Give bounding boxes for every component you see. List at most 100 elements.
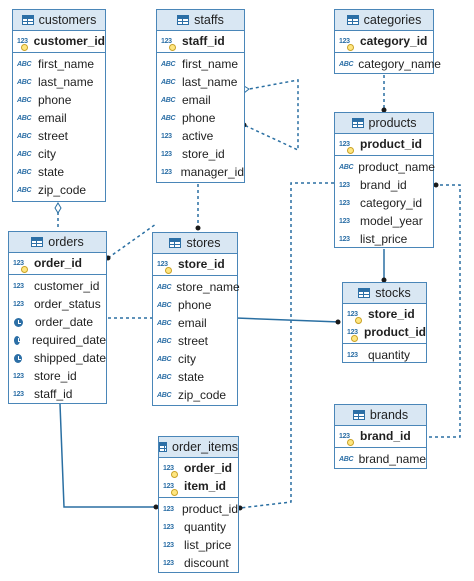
column-name: email (178, 316, 207, 330)
number-type-icon: 123 (339, 181, 350, 189)
text-type-icon: ABC (17, 132, 32, 140)
link-products-brands[interactable] (428, 184, 461, 438)
column-row[interactable]: required_date (9, 331, 106, 349)
table-header[interactable]: orders (9, 232, 106, 253)
text-type-icon: ABC (17, 186, 32, 194)
column-name: quantity (368, 348, 411, 362)
link-stocks-stores[interactable] (235, 317, 341, 323)
column-row[interactable]: order_date (9, 313, 106, 331)
link-staffs-manager[interactable] (243, 79, 299, 152)
column-name: street (178, 334, 209, 348)
column-name: active (182, 129, 214, 143)
column-name: category_name (358, 57, 441, 71)
table-title: brands (369, 408, 409, 422)
table-header[interactable]: stores (153, 233, 237, 254)
link-end-dot (381, 107, 387, 113)
link-orders-staffs[interactable] (107, 223, 157, 259)
table-header[interactable]: customers (13, 10, 105, 31)
column-name: city (178, 352, 196, 366)
link-order-items-products[interactable] (239, 182, 334, 509)
text-type-icon: ABC (161, 114, 176, 122)
link-order-items-orders[interactable] (59, 403, 158, 508)
table-header[interactable]: categories (335, 10, 433, 31)
text-type-icon: ABC (17, 150, 32, 158)
column-name: phone (38, 93, 72, 107)
table-header[interactable]: staffs (157, 10, 244, 31)
key-icon: 123 (163, 465, 179, 478)
column-name: store_name (176, 280, 240, 294)
column-name: list_price (360, 232, 408, 246)
table-header[interactable]: stocks (343, 283, 426, 304)
table-header[interactable]: order_items (159, 437, 238, 458)
link-end-dot (153, 504, 159, 510)
text-type-icon: ABC (157, 391, 172, 399)
column-row[interactable]: shipped_date (9, 349, 106, 367)
number-type-icon: 123 (13, 300, 24, 308)
clock-icon (14, 353, 22, 363)
table-header[interactable]: brands (335, 405, 426, 426)
table-header[interactable]: products (335, 113, 433, 134)
